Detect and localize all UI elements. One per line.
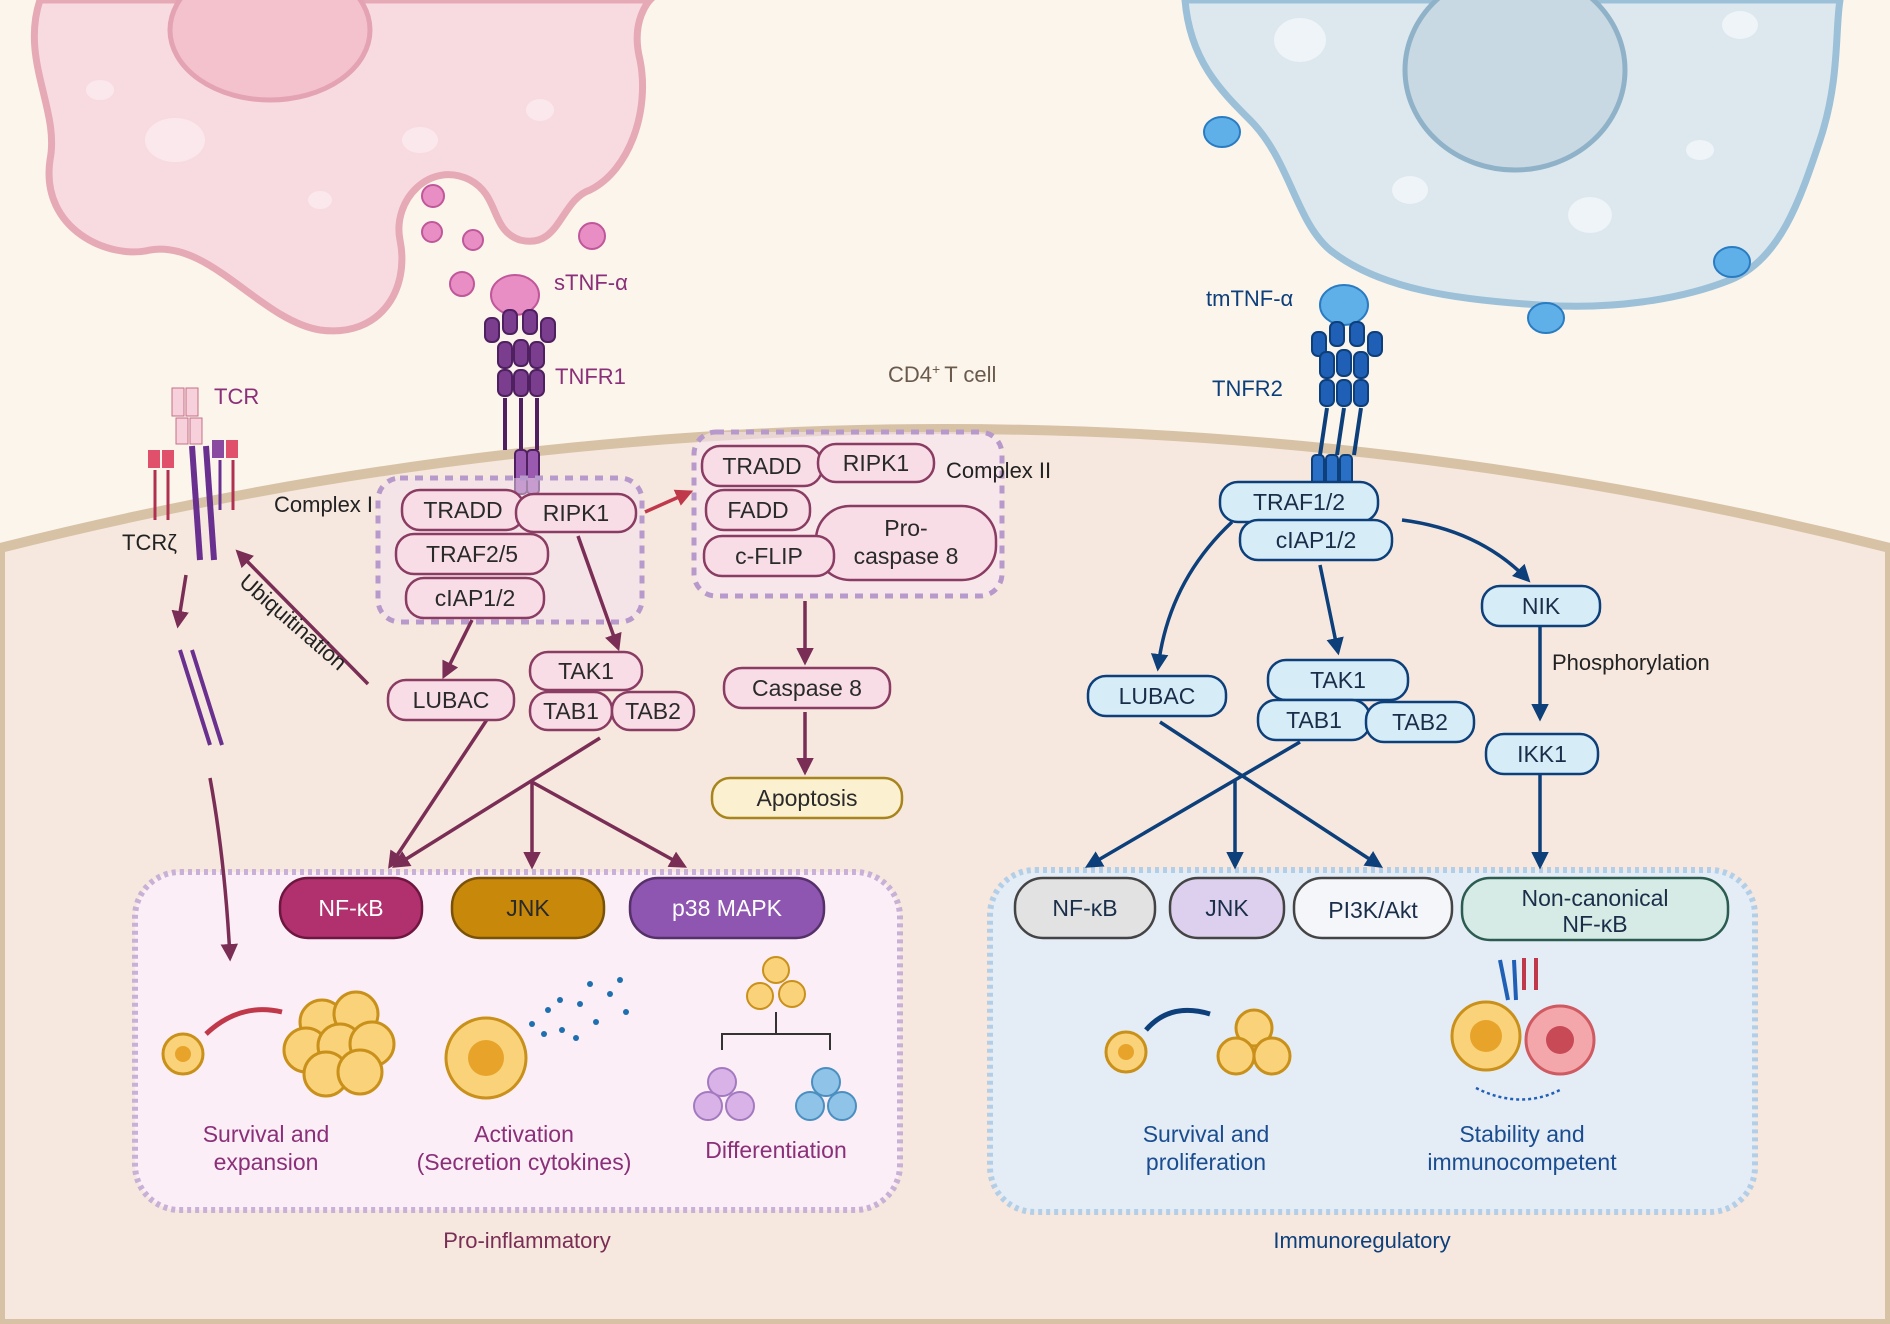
jnk-left-node xyxy=(450,876,606,940)
l-ciap: cIAP1/2 xyxy=(435,585,516,611)
stnf-trimers xyxy=(421,184,606,316)
l-out1-line2: expansion xyxy=(214,1149,319,1175)
tcr-label: TCR xyxy=(214,384,259,409)
tnfr1-label: TNFR1 xyxy=(555,364,626,389)
phosphorylation-label: Phosphorylation xyxy=(1552,650,1710,675)
l-jnk: JNK xyxy=(506,895,550,921)
r-ikk1: IKK1 xyxy=(1517,741,1567,767)
p38-left-node xyxy=(628,876,826,940)
c2-tradd: TRADD xyxy=(722,453,801,479)
r-nfkb: NF-κB xyxy=(1052,895,1117,921)
l-tab2: TAB2 xyxy=(625,698,681,724)
r-out1-line1: Survival and xyxy=(1143,1121,1270,1147)
nfkb-left-node xyxy=(278,876,424,940)
l-out2-line1: Activation xyxy=(474,1121,574,1147)
l-casp8: Caspase 8 xyxy=(752,675,862,701)
l-traf25: TRAF2/5 xyxy=(426,541,518,567)
tmtnf-trimers xyxy=(1203,116,1751,334)
stability-immunocompetent-illustration xyxy=(1450,958,1596,1101)
r-ciap: cIAP1/2 xyxy=(1276,527,1357,553)
complex-ii-label: Complex II xyxy=(946,458,1051,483)
survival-proliferation-illustration xyxy=(1104,1007,1292,1076)
tnfr2-receptor xyxy=(1311,321,1383,496)
apoptosis-node xyxy=(710,776,904,820)
l-ripk1: RIPK1 xyxy=(543,500,609,526)
left-nodes xyxy=(386,442,998,732)
r-traf12: TRAF1/2 xyxy=(1253,489,1345,515)
immunoregulatory-panel xyxy=(987,867,1758,1215)
c2-fadd: FADD xyxy=(727,497,788,523)
stnf-label: sTNF-α xyxy=(554,270,628,295)
l-tak1: TAK1 xyxy=(558,658,614,684)
r-tab1: TAB1 xyxy=(1286,707,1342,733)
l-tradd: TRADD xyxy=(423,497,502,523)
l-apoptosis: Apoptosis xyxy=(756,785,857,811)
blue-cell xyxy=(1181,0,1844,310)
survival-expansion-illustration xyxy=(161,990,396,1098)
pink-apc-cell xyxy=(30,0,655,335)
l-tab1: TAB1 xyxy=(543,698,599,724)
r-pi3k: PI3K/Akt xyxy=(1328,897,1418,923)
pi3k-right-node xyxy=(1292,876,1454,940)
tnfr2-label: TNFR2 xyxy=(1212,376,1283,401)
c2-procasp-1: Pro- xyxy=(884,515,927,541)
jnk-right-node xyxy=(1168,876,1286,940)
r-noncan-1: Non-canonical xyxy=(1521,885,1668,911)
nfkb-right-node xyxy=(1013,876,1157,940)
r-tab2: TAB2 xyxy=(1392,709,1448,735)
l-out1-line1: Survival and xyxy=(203,1121,330,1147)
complex-i-label: Complex I xyxy=(274,492,373,517)
cell-label: CD4+T cell xyxy=(888,361,996,387)
r-nik: NIK xyxy=(1522,593,1561,619)
r-tak1: TAK1 xyxy=(1310,667,1366,693)
noncanonical-nfkb-node xyxy=(1460,876,1730,942)
r-noncan-2: NF-κB xyxy=(1562,911,1627,937)
r-jnk: JNK xyxy=(1205,895,1249,921)
tnfr1-receptor xyxy=(484,309,556,495)
differentiation-illustration xyxy=(693,956,857,1121)
pro-inflammatory-label: Pro-inflammatory xyxy=(443,1228,610,1253)
activation-illustration xyxy=(444,977,629,1100)
r-out1-line2: proliferation xyxy=(1146,1149,1266,1175)
l-out3: Differentiation xyxy=(705,1137,847,1163)
immunoregulatory-label: Immunoregulatory xyxy=(1273,1228,1450,1253)
l-out2-line2: (Secretion cytokines) xyxy=(417,1149,632,1175)
l-p38: p38 MAPK xyxy=(672,895,783,921)
tcr-complex xyxy=(148,387,238,746)
r-lubac: LUBAC xyxy=(1119,683,1196,709)
tmtnf-label: tmTNF-α xyxy=(1206,286,1294,311)
r-out2-line1: Stability and xyxy=(1459,1121,1584,1147)
tcrz-label: TCRζ xyxy=(122,530,177,555)
l-lubac: LUBAC xyxy=(413,687,490,713)
l-nfkb: NF-κB xyxy=(318,895,383,921)
right-nodes xyxy=(1086,480,1602,776)
left-arrows xyxy=(171,489,814,962)
c2-ripk1: RIPK1 xyxy=(843,450,909,476)
c2-procasp-2: caspase 8 xyxy=(854,543,959,569)
r-out2-line2: immunocompetent xyxy=(1427,1149,1617,1175)
c2-cflip: c-FLIP xyxy=(735,543,803,569)
right-arrows xyxy=(1084,518,1549,870)
